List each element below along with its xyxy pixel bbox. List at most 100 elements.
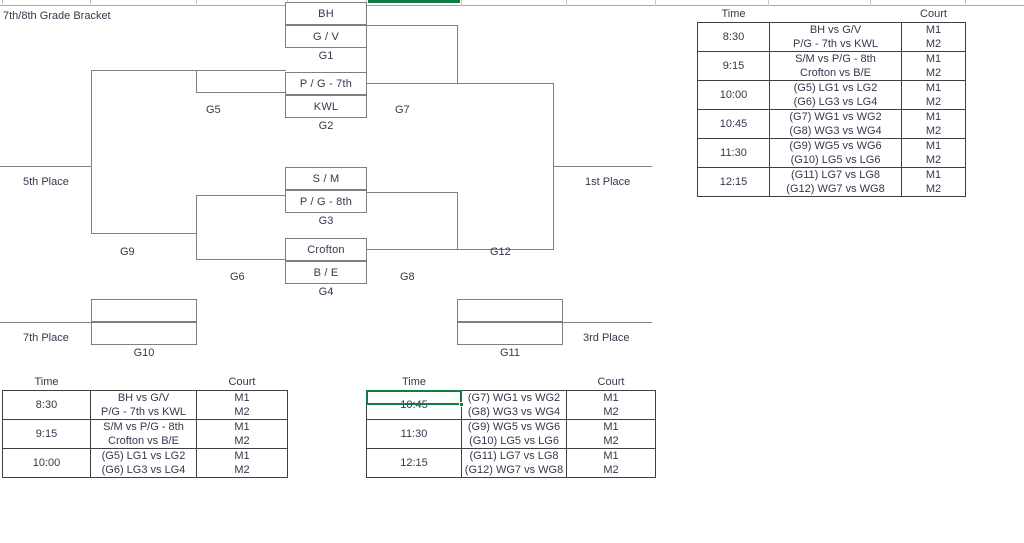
schedule-row[interactable]: 10:45 (G7) WG1 vs WG2 M1 [697, 109, 966, 139]
cell-court[interactable]: M2 [901, 95, 966, 110]
cell-court[interactable]: M1 [566, 390, 656, 405]
cell-time[interactable]: 8:30 [2, 390, 91, 420]
cell-matchup[interactable]: S/M vs P/G - 8th [90, 419, 197, 434]
cell-court[interactable]: M1 [196, 419, 288, 434]
slot-g4-top[interactable]: Crofton [285, 238, 367, 261]
cell-court[interactable]: M1 [901, 109, 966, 124]
cell-matchup[interactable]: P/G - 7th vs KWL [769, 37, 902, 52]
cell-matchup[interactable]: (G7) WG1 vs WG2 [769, 109, 902, 124]
cell-matchup[interactable]: P/G - 7th vs KWL [90, 405, 197, 420]
cell-time[interactable]: 11:30 [697, 138, 770, 168]
cell-matchup[interactable]: (G11) LG7 vs LG8 [769, 167, 902, 182]
schedule-row[interactable]: 8:30 BH vs G/V M1 [697, 22, 966, 52]
schedule-row[interactable]: (G12) WG7 vs WG8 M2 [367, 463, 656, 478]
cell-court[interactable]: M2 [196, 405, 288, 420]
schedule-row[interactable]: Crofton vs B/E M2 [3, 434, 288, 449]
cell-matchup[interactable]: S/M vs P/G - 8th [769, 51, 902, 66]
cell-time[interactable]: 12:15 [697, 167, 770, 197]
schedule-row[interactable]: (G10) LG5 vs LG6 M2 [698, 153, 966, 168]
slot-g4-bottom[interactable]: B / E [285, 261, 367, 284]
schedule-row[interactable]: 12:15 (G11) LG7 vs LG8 M1 [366, 448, 656, 478]
cell-court[interactable]: M2 [566, 434, 656, 449]
cell-matchup[interactable]: (G5) LG1 vs LG2 [769, 80, 902, 95]
cell-court[interactable]: M2 [901, 37, 966, 52]
cell-court[interactable]: M1 [566, 419, 656, 434]
cell-matchup[interactable]: (G12) WG7 vs WG8 [461, 463, 567, 478]
schedule-row[interactable]: P/G - 7th vs KWL M2 [698, 37, 966, 52]
cell-court[interactable]: M2 [196, 463, 288, 478]
cell-court[interactable]: M2 [196, 434, 288, 449]
cell-matchup[interactable]: (G9) WG5 vs WG6 [461, 419, 567, 434]
slot-g3-top[interactable]: S / M [285, 167, 367, 190]
cell-matchup[interactable]: (G8) WG3 vs WG4 [769, 124, 902, 139]
cell-court[interactable]: M2 [566, 405, 656, 420]
slot-g11-bottom[interactable] [457, 322, 563, 345]
schedule-row[interactable]: 10:00 (G5) LG1 vs LG2 M1 [697, 80, 966, 110]
schedule-row[interactable]: (G10) LG5 vs LG6 M2 [367, 434, 656, 449]
slot-g11-top[interactable] [457, 299, 563, 322]
cell-court[interactable]: M1 [566, 448, 656, 463]
cell-court[interactable]: M1 [901, 138, 966, 153]
cell-court[interactable]: M1 [901, 22, 966, 37]
cell-matchup[interactable]: (G6) LG3 vs LG4 [769, 95, 902, 110]
cell-court[interactable]: M1 [901, 167, 966, 182]
slot-g2-top[interactable]: P / G - 7th [285, 72, 367, 95]
cell-court[interactable]: M2 [901, 124, 966, 139]
cell-time[interactable]: 11:30 [366, 419, 462, 449]
bracket-line-g1-top [366, 25, 457, 26]
cell-time[interactable]: 9:15 [2, 419, 91, 449]
cell-time[interactable]: 12:15 [366, 448, 462, 478]
slot-g10-top[interactable] [91, 299, 197, 322]
cell-matchup[interactable]: (G10) LG5 vs LG6 [461, 434, 567, 449]
slot-g2-bottom[interactable]: KWL [285, 95, 367, 118]
cell-court[interactable]: M1 [196, 448, 288, 463]
cell-court[interactable]: M1 [901, 80, 966, 95]
cell-time[interactable]: 10:00 [2, 448, 91, 478]
schedule-row[interactable]: P/G - 7th vs KWL M2 [3, 405, 288, 420]
cell-matchup[interactable]: (G9) WG5 vs WG6 [769, 138, 902, 153]
cell-matchup[interactable]: Crofton vs B/E [769, 66, 902, 81]
schedule-row[interactable]: 10:00 (G5) LG1 vs LG2 M1 [2, 448, 288, 478]
cell-matchup[interactable]: (G8) WG3 vs WG4 [461, 405, 567, 420]
slot-g3-bottom[interactable]: P / G - 8th [285, 190, 367, 213]
game-label-g7: G7 [395, 104, 410, 116]
cell-matchup[interactable]: (G11) LG7 vs LG8 [461, 448, 567, 463]
cell-matchup[interactable]: (G7) WG1 vs WG2 [461, 390, 567, 405]
cell-matchup[interactable]: (G5) LG1 vs LG2 [90, 448, 197, 463]
cell-time-active[interactable]: 10:45 [366, 390, 462, 420]
schedule-row[interactable]: 10:45 (G7) WG1 vs WG2 M1 [366, 390, 656, 420]
cell-matchup[interactable]: (G10) LG5 vs LG6 [769, 153, 902, 168]
slot-g1-bottom[interactable]: G / V [285, 25, 367, 48]
schedule-row[interactable]: 9:15 S/M vs P/G - 8th M1 [2, 419, 288, 449]
cell-time[interactable]: 8:30 [697, 22, 770, 52]
cell-court[interactable]: M2 [566, 463, 656, 478]
cell-court[interactable]: M1 [901, 51, 966, 66]
schedule-row[interactable]: (G12) WG7 vs WG8 M2 [698, 182, 966, 197]
cell-court[interactable]: M2 [901, 182, 966, 197]
schedule-row[interactable]: 11:30 (G9) WG5 vs WG6 M1 [366, 419, 656, 449]
slot-g10-bottom[interactable] [91, 322, 197, 345]
cell-matchup[interactable]: BH vs G/V [769, 22, 902, 37]
cell-time[interactable]: 10:45 [697, 109, 770, 139]
schedule-row[interactable]: 11:30 (G9) WG5 vs WG6 M1 [697, 138, 966, 168]
cell-matchup[interactable]: (G6) LG3 vs LG4 [90, 463, 197, 478]
schedule-row[interactable]: (G8) WG3 vs WG4 M2 [367, 405, 656, 420]
schedule-row[interactable]: (G8) WG3 vs WG4 M2 [698, 124, 966, 139]
schedule-row[interactable]: (G6) LG3 vs LG4 M2 [3, 463, 288, 478]
fill-handle[interactable] [459, 402, 464, 407]
schedule-row[interactable]: 8:30 BH vs G/V M1 [2, 390, 288, 420]
cell-matchup[interactable]: Crofton vs B/E [90, 434, 197, 449]
bracket-bar-g5 [196, 70, 197, 92]
cell-court[interactable]: M2 [901, 66, 966, 81]
schedule-row[interactable]: 9:15 S/M vs P/G - 8th M1 [697, 51, 966, 81]
slot-g1-top[interactable]: BH [285, 2, 367, 25]
cell-court[interactable]: M1 [196, 390, 288, 405]
schedule-row[interactable]: Crofton vs B/E M2 [698, 66, 966, 81]
schedule-row[interactable]: 12:15 (G11) LG7 vs LG8 M1 [697, 167, 966, 197]
cell-matchup[interactable]: (G12) WG7 vs WG8 [769, 182, 902, 197]
cell-matchup[interactable]: BH vs G/V [90, 390, 197, 405]
cell-time[interactable]: 9:15 [697, 51, 770, 81]
cell-court[interactable]: M2 [901, 153, 966, 168]
cell-time[interactable]: 10:00 [697, 80, 770, 110]
schedule-row[interactable]: (G6) LG3 vs LG4 M2 [698, 95, 966, 110]
